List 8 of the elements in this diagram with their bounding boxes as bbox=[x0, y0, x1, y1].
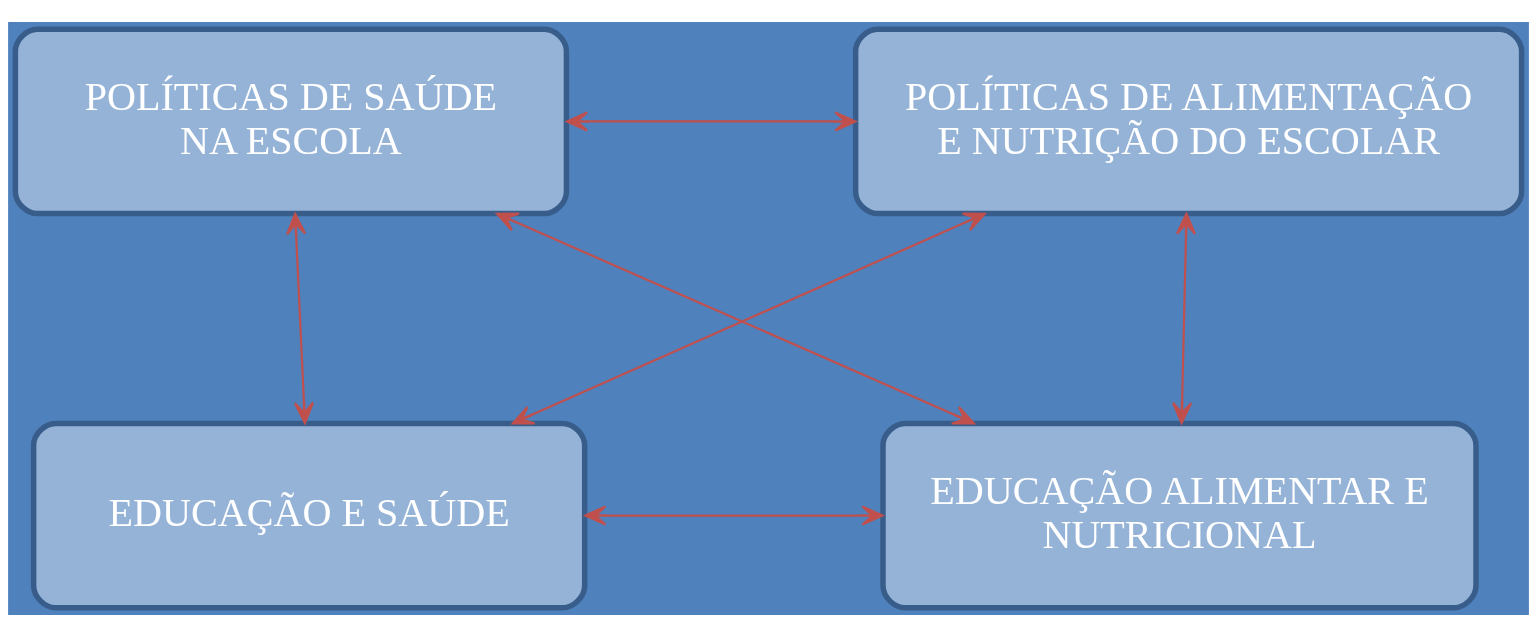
arrow bbox=[285, 212, 315, 425]
node-box: POLÍTICAS DE ALIMENTAÇÃO E NUTRIÇÃO DO ESCOLAR bbox=[852, 26, 1525, 217]
arrow bbox=[565, 111, 857, 132]
node-box: EDUCAÇÃO ALIMENTAR E NUTRICIONAL bbox=[880, 420, 1479, 611]
arrow bbox=[1171, 212, 1197, 425]
node-box: POLÍTICAS DE SAÚDE NA ESCOLA bbox=[12, 26, 570, 217]
arrow bbox=[584, 505, 884, 526]
node-box: EDUCAÇÃO E SAÚDE bbox=[30, 420, 588, 611]
